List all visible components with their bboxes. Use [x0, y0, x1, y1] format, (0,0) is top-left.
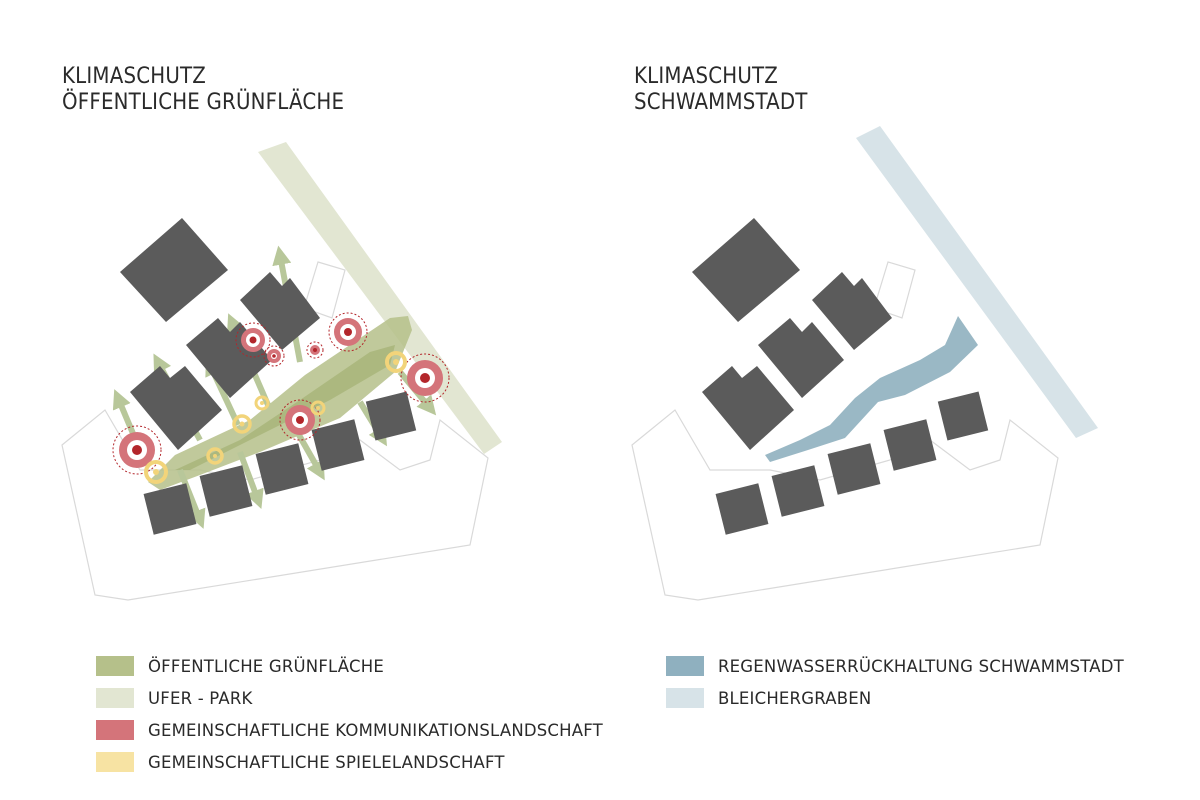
right-legend: REGENWASSERRÜCKHALTUNG SCHWAMMSTADT BLEI…	[666, 650, 1124, 714]
legend-label: BLEICHERGRABEN	[718, 688, 872, 708]
legend-label: REGENWASSERRÜCKHALTUNG SCHWAMMSTADT	[718, 656, 1124, 676]
building	[937, 391, 989, 441]
right-panel-title: KLIMASCHUTZ SCHWAMMSTADT	[634, 64, 808, 116]
building	[883, 419, 937, 471]
right-site-outline-inner	[873, 261, 916, 319]
legend-swatch	[96, 656, 134, 676]
rainwater-retention-area	[765, 316, 978, 462]
building	[702, 366, 794, 450]
right-plan	[631, 126, 1098, 601]
building	[758, 318, 844, 398]
legend-swatch	[666, 656, 704, 676]
building	[771, 465, 825, 517]
public-green-inner	[175, 345, 395, 470]
building	[812, 272, 892, 350]
left-site-outline-inner	[303, 261, 346, 319]
right-site-outline	[631, 409, 1059, 601]
building	[240, 272, 320, 350]
legend-item-communication: GEMEINSCHAFTLICHE KOMMUNIKATIONSLANDSCHA…	[96, 714, 603, 746]
legend-item-ufer-park: UFER - PARK	[96, 682, 603, 714]
communication-node	[279, 399, 321, 441]
site-plan-diagrams	[61, 126, 1098, 601]
legend-label: GEMEINSCHAFTLICHE SPIELELANDSCHAFT	[148, 752, 505, 772]
communication-node	[263, 345, 285, 367]
communication-nodes	[112, 312, 450, 475]
legend-item-public-green: ÖFFENTLICHE GRÜNFLÄCHE	[96, 650, 603, 682]
building	[365, 391, 417, 441]
legend-swatch	[96, 720, 134, 740]
left-title-line2: ÖFFENTLICHE GRÜNFLÄCHE	[62, 90, 345, 115]
communication-node	[328, 312, 368, 352]
bleichergraben-strip	[856, 126, 1098, 438]
legend-item-bleichergraben: BLEICHERGRABEN	[666, 682, 1124, 714]
left-panel-title: KLIMASCHUTZ ÖFFENTLICHE GRÜNFLÄCHE	[62, 64, 344, 116]
building	[143, 483, 197, 535]
right-title-line2: SCHWAMMSTADT	[634, 90, 808, 115]
legend-label: ÖFFENTLICHE GRÜNFLÄCHE	[148, 656, 384, 676]
legend-swatch	[96, 752, 134, 772]
play-node	[385, 351, 407, 373]
play-node	[144, 460, 168, 484]
legend-item-play: GEMEINSCHAFTLICHE SPIELELANDSCHAFT	[96, 746, 603, 778]
building	[120, 218, 228, 322]
play-node	[310, 400, 326, 416]
communication-node	[306, 341, 324, 359]
legend-swatch	[96, 688, 134, 708]
right-title-line1: KLIMASCHUTZ	[634, 64, 779, 89]
legend-label: UFER - PARK	[148, 688, 253, 708]
building	[311, 419, 365, 471]
communication-node	[112, 425, 162, 475]
left-plan	[61, 142, 502, 601]
public-green-area	[148, 316, 412, 490]
building	[715, 483, 769, 535]
building	[255, 443, 309, 495]
left-title-line1: KLIMASCHUTZ	[62, 64, 207, 89]
play-node	[206, 447, 224, 465]
play-node	[232, 414, 252, 434]
right-buildings	[692, 218, 989, 535]
play-node	[254, 395, 270, 411]
legend-swatch	[666, 688, 704, 708]
communication-node	[400, 353, 450, 403]
building	[130, 366, 222, 450]
left-legend: ÖFFENTLICHE GRÜNFLÄCHE UFER - PARK GEMEI…	[96, 650, 603, 778]
communication-node	[235, 322, 271, 358]
building	[692, 218, 800, 322]
building	[199, 465, 253, 517]
legend-label: GEMEINSCHAFTLICHE KOMMUNIKATIONSLANDSCHA…	[148, 720, 603, 740]
building	[827, 443, 881, 495]
legend-item-rainwater: REGENWASSERRÜCKHALTUNG SCHWAMMSTADT	[666, 650, 1124, 682]
play-nodes	[144, 351, 407, 484]
